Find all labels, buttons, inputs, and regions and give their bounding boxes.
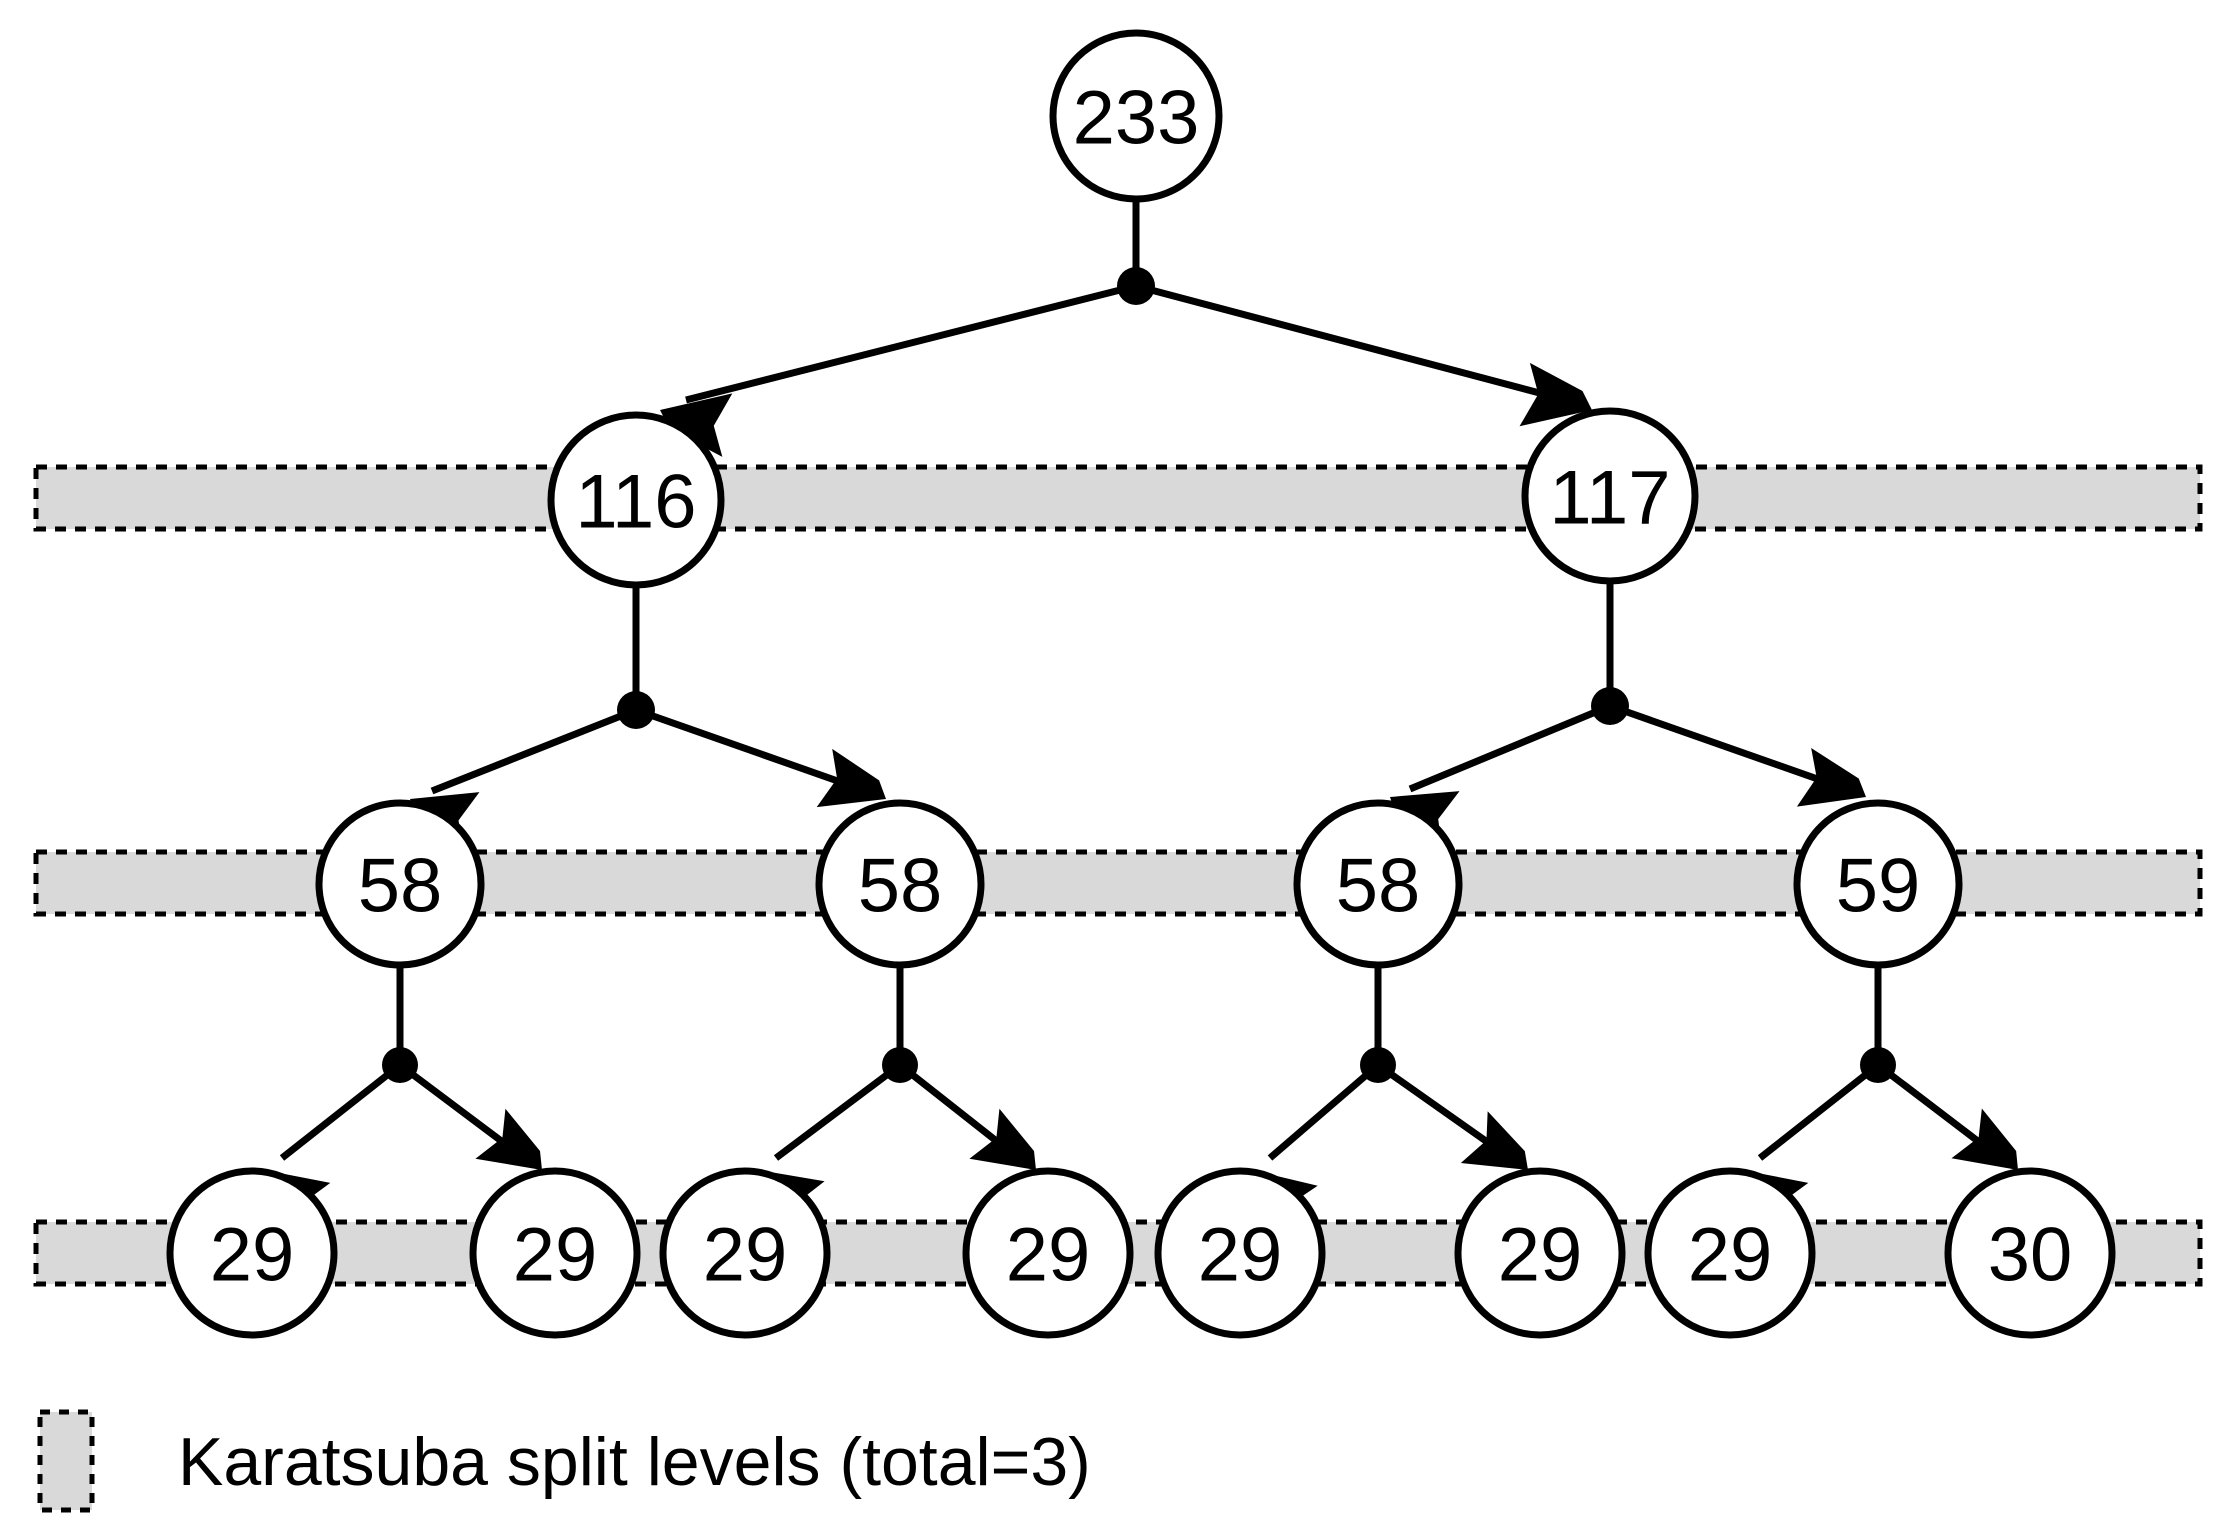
junction-dot-58-a [382,1047,418,1083]
tree-node-leaf-7[interactable]: 29 [1644,1167,1816,1339]
edge-58b-to-29-left [773,1062,903,1161]
legend: Karatsuba split levels (total=3) [37,1409,1091,1513]
edge-233-to-117 [1135,282,1567,404]
edge-117-to-58-left [1408,702,1612,793]
node-label: 29 [1006,1213,1091,1298]
node-label: 233 [1073,76,1200,161]
tree-node-58-b[interactable]: 58 [815,799,985,969]
legend-label: Karatsuba split levels (total=3) [178,1424,1091,1500]
node-circle [469,1167,641,1339]
tree-node-233[interactable]: 233 [1049,29,1223,203]
tree-node-leaf-4[interactable]: 29 [962,1167,1134,1339]
node-circle [1944,1167,2116,1339]
tree-node-116[interactable]: 116 [547,411,725,589]
node-circle [1454,1167,1626,1339]
edge-117-to-59-right [1608,702,1848,793]
node-label: 30 [1988,1213,2073,1298]
node-circle [1049,29,1223,203]
node-label: 59 [1836,844,1921,929]
node-label: 29 [513,1213,598,1298]
junction-dot-58-c [1360,1047,1396,1083]
edge-58c-to-29-left [1267,1062,1381,1161]
arrowhead-to-29-2 [475,1108,542,1170]
node-label: 58 [1336,844,1421,929]
edge-116-to-58-right [634,706,868,795]
tree-node-58-c[interactable]: 58 [1293,799,1463,969]
junction-dot-117 [1591,687,1629,725]
node-circle [1644,1167,1816,1339]
arrowhead-to-29-4 [969,1108,1036,1170]
node-circle [166,1167,338,1339]
tree-node-58-a[interactable]: 58 [315,799,485,969]
tree-node-59[interactable]: 59 [1793,799,1963,969]
arrowhead-to-116 [660,393,733,457]
split-band-level-1 [33,464,2203,532]
node-circle [1293,799,1463,969]
node-label: 58 [858,844,943,929]
node-label: 29 [1688,1213,1773,1298]
arrowhead-to-58-b [816,748,886,808]
split-junction-dots [382,267,1896,1083]
node-label: 58 [358,844,443,929]
node-label: 29 [703,1213,788,1298]
node-label: 29 [1198,1213,1283,1298]
arrowhead-to-59 [1796,748,1866,807]
tree-node-leaf-6[interactable]: 29 [1454,1167,1626,1339]
edge-116-to-58-left [430,706,638,795]
tree-node-leaf-2[interactable]: 29 [469,1167,641,1339]
node-circle [815,799,985,969]
node-circle [962,1167,1134,1339]
tree-node-leaf-8[interactable]: 30 [1944,1167,2116,1339]
node-circle [659,1167,831,1339]
node-label: 117 [1549,456,1670,541]
node-circle [1154,1167,1326,1339]
node-label: 29 [1498,1213,1583,1298]
node-circle [1521,407,1699,585]
tree-node-leaf-1[interactable]: 29 [166,1167,338,1339]
legend-swatch-split-level [37,1409,95,1513]
node-circle [315,799,485,969]
node-circle [547,411,725,589]
junction-dot-58-b [882,1047,918,1083]
tree-node-leaf-5[interactable]: 29 [1154,1167,1326,1339]
arrowhead-to-117 [1519,362,1592,427]
tree-node-117[interactable]: 117 [1521,407,1699,585]
edge-58a-to-29-left [279,1062,403,1161]
junction-dot-116 [617,691,655,729]
arrowhead-to-29-6 [1460,1111,1528,1170]
node-label: 116 [575,460,696,545]
edge-233-to-116 [685,282,1137,404]
edge-59-to-29-left [1757,1062,1881,1161]
junction-dot-root [1117,267,1155,305]
node-label: 29 [210,1213,295,1298]
arrowhead-to-30 [1951,1108,2018,1170]
tree-edges [279,199,2003,1161]
junction-dot-59 [1860,1047,1896,1083]
node-circle [1793,799,1963,969]
tree-node-leaf-3[interactable]: 29 [659,1167,831,1339]
